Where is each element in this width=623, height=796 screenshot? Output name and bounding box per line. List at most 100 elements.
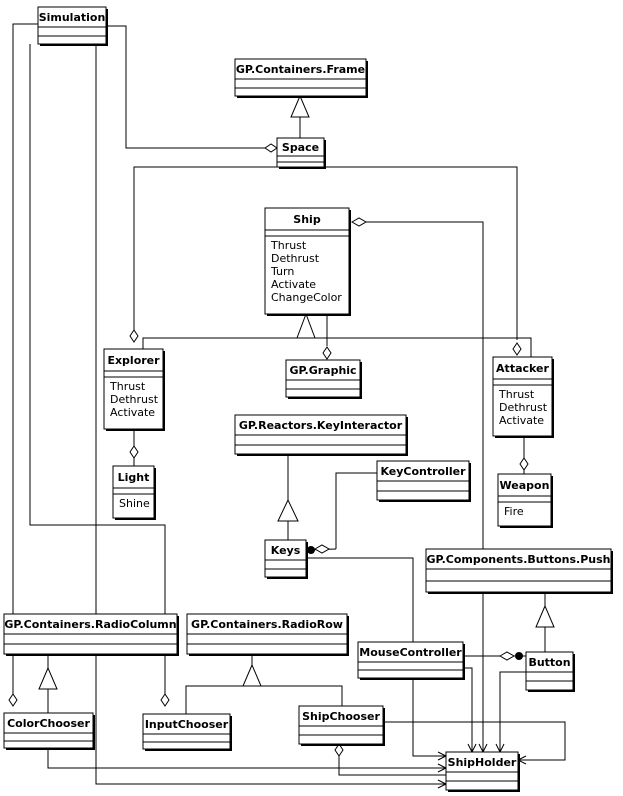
class-boxes: SimulationGP.Containers.FrameSpaceShipTh… — [3, 6, 613, 792]
box-frame — [285, 359, 361, 398]
box-frame — [497, 473, 552, 527]
box-frame — [357, 641, 464, 679]
class-mousecontroller: MouseController — [357, 641, 465, 680]
operation-label: ChangeColor — [271, 291, 342, 304]
link-explorer-ship — [142, 337, 532, 357]
aggregation-diamond — [498, 651, 516, 661]
class-name: Light — [118, 471, 150, 484]
box-frame — [3, 712, 94, 749]
box-frame — [264, 207, 350, 315]
class-inputchooser: InputChooser — [142, 713, 232, 751]
class-name: GP.Graphic — [289, 364, 356, 377]
aggregation-diamond — [322, 346, 332, 360]
class-button: Button — [525, 651, 575, 692]
link-mouse-shipholder — [463, 667, 473, 752]
class-colorchooser: ColorChooser — [3, 712, 95, 750]
link-keys-keycontroller-b — [335, 472, 377, 549]
class-keycontroller: KeyController — [376, 460, 471, 502]
box-frame — [112, 465, 155, 519]
class-name: MouseController — [359, 646, 462, 659]
class-name: ColorChooser — [7, 717, 90, 730]
link-simulation-space — [106, 25, 277, 149]
composition-dot — [515, 652, 523, 660]
box-frame — [37, 6, 107, 45]
class-gp-push: GP.Components.Buttons.Push — [425, 548, 613, 594]
class-name: GP.Reactors.KeyInteractor — [239, 419, 403, 432]
class-name: ShipChooser — [302, 710, 380, 723]
box-frame — [234, 58, 367, 97]
class-name: Explorer — [107, 354, 160, 367]
class-shipchooser: ShipChooser — [298, 705, 385, 746]
link-space-explorer — [133, 166, 277, 334]
link-shipchooser-shipholder-a — [338, 744, 446, 776]
aggregation-diamond — [264, 143, 278, 153]
class-name: Ship — [293, 213, 321, 226]
link-inputchooser-shipchooser-radiorow — [185, 685, 343, 714]
generalization-triangle — [296, 312, 316, 339]
class-name: KeyController — [380, 465, 466, 478]
box-frame — [425, 548, 612, 593]
class-name: GP.Components.Buttons.Push — [427, 553, 611, 566]
operation-label: Dethrust — [271, 252, 320, 265]
aggregation-diamond — [129, 329, 139, 343]
operation-label: Fire — [504, 505, 524, 518]
class-name: Button — [528, 656, 570, 669]
class-name: InputChooser — [145, 718, 229, 731]
generalization-triangle — [38, 666, 58, 690]
class-name: Attacker — [496, 362, 549, 375]
composition-dot — [307, 546, 315, 554]
markers — [8, 94, 555, 789]
operation-label: Thrust — [270, 239, 307, 252]
operation-label: Dethrust — [110, 393, 159, 406]
link-space-attacker — [324, 166, 518, 340]
link-colorchooser-shipholder — [47, 748, 446, 769]
link-button-shipholder — [499, 671, 526, 752]
box-frame — [298, 705, 384, 745]
link-simulation-shipholder — [95, 44, 446, 785]
operation-label: Thrust — [498, 388, 535, 401]
class-name: GP.Containers.Frame — [236, 63, 365, 76]
operation-label: Turn — [270, 265, 294, 278]
operation-label: Activate — [499, 414, 544, 427]
class-name: Weapon — [500, 479, 550, 492]
operation-label: Activate — [110, 406, 155, 419]
aggregation-diamond — [313, 544, 331, 554]
box-frame — [492, 356, 553, 437]
class-name: ShipHolder — [448, 756, 517, 769]
box-frame — [142, 713, 231, 750]
aggregation-diamond — [350, 217, 368, 227]
aggregation-diamond — [512, 342, 522, 356]
class-keys: Keys — [264, 539, 308, 579]
operation-label: Activate — [271, 278, 316, 291]
aggregation-diamond — [160, 693, 170, 707]
link-shipchooser-shipholder-b — [383, 721, 566, 761]
class-ship: ShipThrustDethrustTurnActivateChangeColo… — [264, 207, 351, 316]
operation-label: Thrust — [109, 380, 146, 393]
class-simulation: Simulation — [37, 6, 108, 46]
box-frame — [525, 651, 574, 691]
class-name: Space — [282, 141, 319, 154]
box-frame — [103, 348, 164, 430]
generalization-triangle — [242, 663, 262, 687]
box-frame — [445, 751, 519, 791]
aggregation-diamond — [519, 457, 529, 471]
class-name: Simulation — [39, 11, 106, 24]
generalization-triangle — [277, 498, 299, 522]
class-space: Space — [276, 137, 326, 169]
aggregation-diamond — [8, 693, 18, 707]
class-name: GP.Containers.RadioRow — [191, 618, 343, 631]
aggregation-diamond — [129, 445, 139, 459]
class-gp-radiorow: GP.Containers.RadioRow — [186, 613, 349, 656]
generalization-triangle — [535, 604, 555, 628]
link-simulation-colorchooser — [12, 23, 38, 700]
operation-label: Dethrust — [499, 401, 548, 414]
class-gp-frame: GP.Containers.Frame — [234, 58, 368, 98]
link-simulation-inputchooser — [29, 44, 166, 700]
class-name: GP.Containers.RadioColumn — [4, 618, 176, 631]
box-frame — [264, 539, 307, 578]
